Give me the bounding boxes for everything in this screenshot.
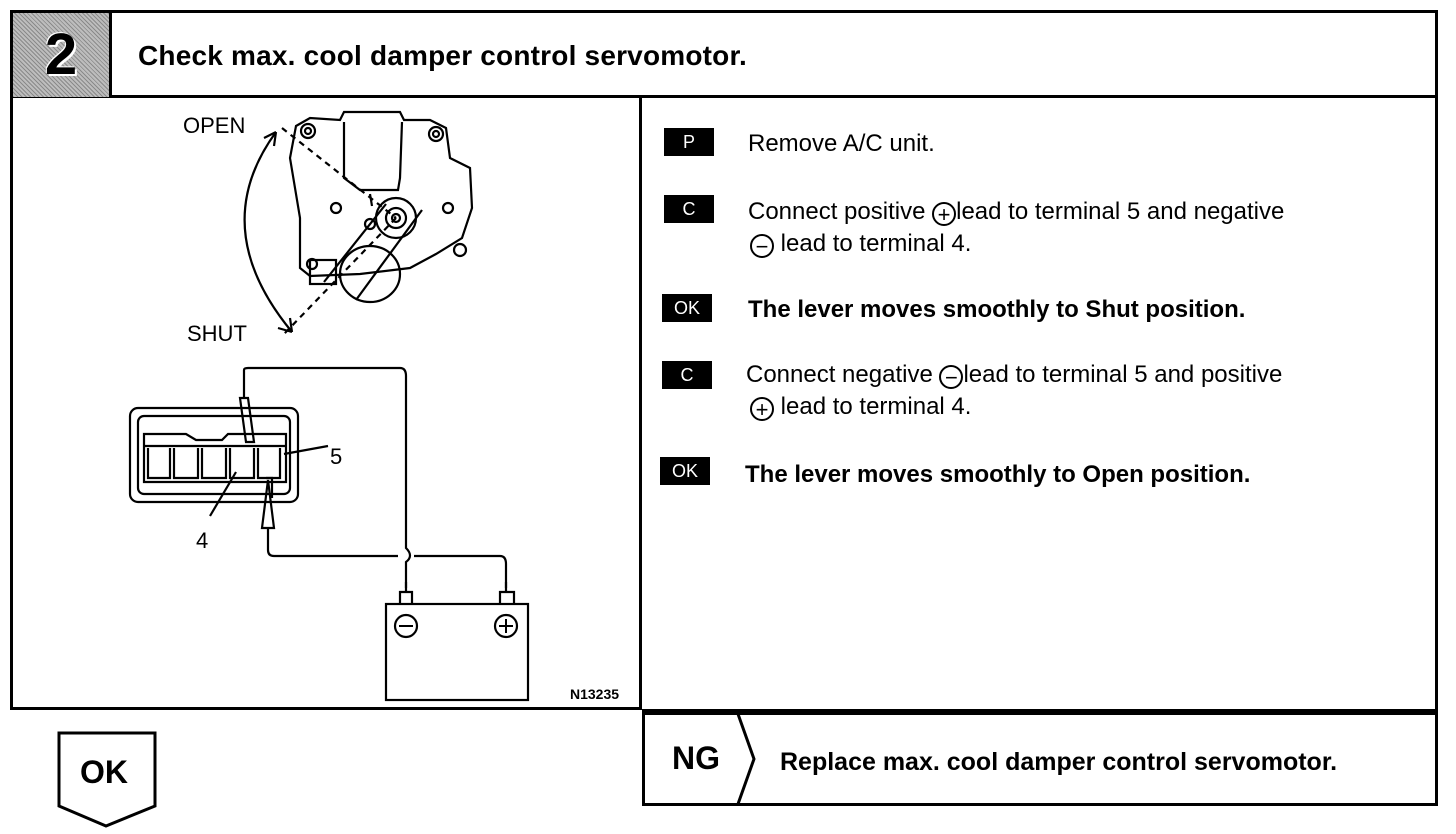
diagram-panel: [10, 98, 642, 710]
servomotor-wiring-diagram: [128, 110, 530, 702]
tag-p: P: [664, 128, 714, 156]
figure-id: N13235: [570, 686, 620, 702]
minus-circle-icon: −: [939, 365, 964, 389]
ok-label: OK: [80, 754, 128, 790]
plus-circle-icon: +: [750, 397, 774, 421]
step-connect-positive-line1: Connect positive +lead to terminal 5 and…: [748, 198, 1285, 227]
step-number: 2: [44, 22, 78, 87]
tag-ok: OK: [660, 457, 710, 485]
ok-flow-arrow-icon: [57, 731, 157, 828]
tag-ok: OK: [662, 294, 712, 322]
step-header: [10, 10, 1438, 98]
step-connect-positive-line2: − lead to terminal 4.: [750, 228, 971, 260]
step-connect-negative-line1: Connect negative −lead to terminal 5 and…: [746, 361, 1283, 390]
step-connect-negative-line2: + lead to terminal 4.: [750, 391, 971, 423]
shut-label: SHUT: [187, 321, 247, 346]
result-open-position: The lever moves smoothly to Open positio…: [745, 461, 1251, 488]
instructions-panel: [642, 98, 1438, 712]
terminal-4-label: 4: [196, 528, 209, 553]
result-shut-position: The lever moves smoothly to Shut positio…: [748, 296, 1246, 323]
ng-chevron-icon: [736, 713, 756, 805]
ng-action-text: Replace max. cool damper control servomo…: [780, 748, 1338, 776]
open-label: OPEN: [183, 113, 246, 138]
minus-circle-icon: −: [750, 234, 774, 258]
ng-label: NG: [672, 740, 720, 776]
step-title: Check max. cool damper control servomoto…: [138, 40, 748, 71]
step-number-badge: [13, 13, 112, 97]
step-remove-ac-unit: Remove A/C unit.: [748, 130, 935, 157]
terminal-5-label: 5: [330, 444, 343, 469]
tag-c: C: [662, 361, 712, 389]
ng-result-box: [642, 712, 1438, 806]
tag-c: C: [664, 195, 714, 223]
plus-circle-icon: +: [932, 202, 957, 226]
